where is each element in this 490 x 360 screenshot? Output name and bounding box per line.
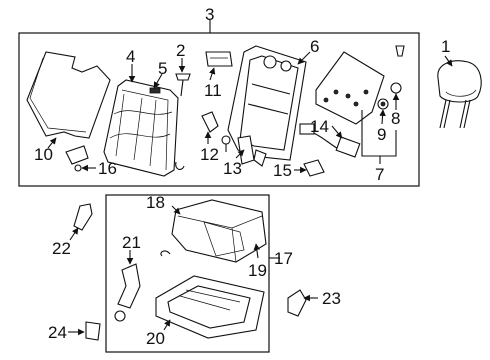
callout-12: 12 xyxy=(200,145,219,164)
callout-6: 6 xyxy=(310,37,319,56)
callout-8: 8 xyxy=(391,109,400,128)
callout-7: 7 xyxy=(375,165,384,184)
latch xyxy=(237,135,267,167)
callout-20: 20 xyxy=(146,329,165,348)
seat-back-group-box xyxy=(18,32,420,187)
callout-23: 23 xyxy=(322,289,341,308)
leader-lines xyxy=(47,20,453,336)
callout-18: 18 xyxy=(146,193,165,212)
nut xyxy=(377,98,389,110)
headrest xyxy=(437,60,482,129)
trim-cover-left xyxy=(73,203,93,231)
connector xyxy=(303,159,325,177)
callout-11: 11 xyxy=(204,81,222,100)
end-cap xyxy=(85,321,101,341)
bracket xyxy=(201,111,219,133)
callout-22: 22 xyxy=(52,239,71,258)
cushion-frame xyxy=(155,275,265,339)
seat-cushion-group-box xyxy=(105,194,270,353)
callout-15: 15 xyxy=(273,161,292,180)
callout-24: 24 xyxy=(48,323,67,342)
cushion-bracket xyxy=(114,263,141,322)
callout-10: 10 xyxy=(34,145,53,164)
clip xyxy=(221,135,231,152)
wire-harness xyxy=(299,123,361,158)
callout-1: 1 xyxy=(441,37,450,56)
trim-strip xyxy=(205,51,233,67)
seat-back-pad xyxy=(26,51,111,139)
push-pin xyxy=(395,45,405,57)
screw xyxy=(175,73,191,97)
pad-panel xyxy=(315,51,385,125)
buckle xyxy=(65,145,89,172)
callout-19: 19 xyxy=(248,261,267,280)
callout-2: 2 xyxy=(176,41,185,60)
callout-5: 5 xyxy=(158,59,167,78)
hook xyxy=(175,161,185,171)
callout-21: 21 xyxy=(122,233,141,252)
callout-labels: 1 2 3 4 5 6 7 8 9 10 11 12 13 14 15 16 1… xyxy=(34,5,450,348)
callout-17: 17 xyxy=(274,249,293,268)
callout-13: 13 xyxy=(223,159,242,178)
callout-4: 4 xyxy=(126,47,135,66)
cushion-pad xyxy=(171,199,267,263)
callout-9: 9 xyxy=(377,125,386,144)
trim-cover-right xyxy=(287,289,307,317)
callout-14: 14 xyxy=(310,117,329,136)
callout-16: 16 xyxy=(98,159,117,178)
wire-hook xyxy=(160,250,171,257)
seat-back-cover xyxy=(103,79,179,177)
callout-3: 3 xyxy=(205,5,214,24)
